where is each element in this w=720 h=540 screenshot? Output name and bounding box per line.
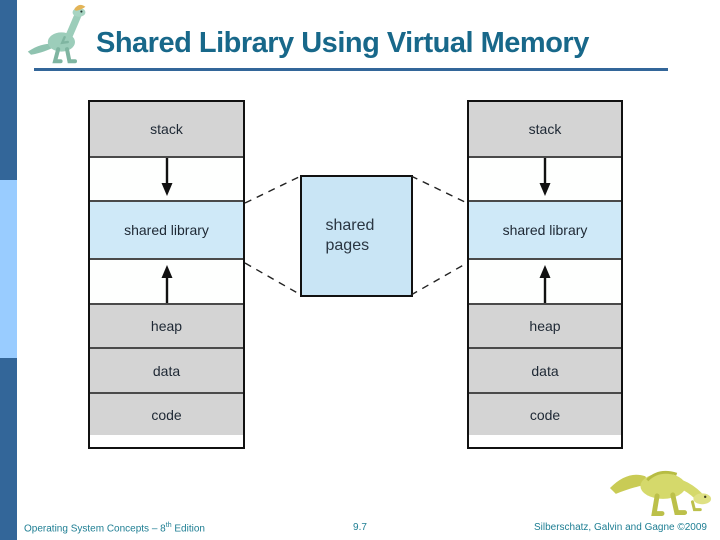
shared-pages-box: shared pages: [300, 175, 413, 297]
segment-shared-library: shared library: [90, 200, 243, 258]
segment-stack: stack: [469, 102, 621, 156]
sidebar-accent-bar: [0, 0, 17, 540]
segment-label: code: [529, 406, 561, 423]
footer-edition-superscript: th: [165, 522, 172, 529]
sidebar-segment-bottom: [0, 358, 17, 540]
segment-label: stack: [150, 121, 183, 137]
segment-heap: heap: [90, 303, 243, 347]
title-underline: [34, 68, 668, 71]
slide-number: 9.7: [353, 522, 367, 533]
segment-label: code: [151, 406, 182, 423]
segment-label: shared library: [502, 222, 588, 238]
sidebar-segment-middle: [0, 180, 17, 358]
arrow-down-icon: [539, 158, 551, 196]
segment-heap-growth: [469, 258, 621, 303]
footer-authors: Silberschatz, Galvin and Gagne ©2009: [533, 522, 707, 533]
arrow-up-icon: [539, 265, 551, 303]
footer-edition-suffix: Edition: [171, 523, 205, 535]
memory-layout-left: stack shared library heap data code: [88, 100, 245, 449]
segment-stack: stack: [90, 102, 243, 156]
arrow-down-icon: [161, 158, 172, 196]
shared-pages-label: shared pages: [325, 217, 375, 254]
sidebar-segment-top: [0, 0, 17, 180]
segment-data: data: [90, 347, 243, 392]
segment-label: heap: [529, 318, 561, 334]
segment-heap-growth: [90, 258, 243, 303]
segment-heap: heap: [469, 303, 621, 347]
page-title: Shared Library Using Virtual Memory: [96, 27, 589, 59]
memory-layout-right: stack shared library heap data code: [467, 100, 623, 449]
footer-book-title: Operating System Concepts – 8th Edition: [24, 522, 205, 534]
segment-data: data: [469, 347, 621, 392]
segment-stack-growth: [90, 156, 243, 200]
dinosaur-logo-icon: [27, 4, 86, 64]
segment-stack-growth: [469, 156, 621, 200]
segment-label: data: [531, 362, 559, 379]
segment-label: shared library: [124, 222, 209, 238]
segment-code: code: [469, 392, 621, 435]
segment-label: stack: [528, 121, 562, 137]
segment-label: data: [152, 362, 181, 379]
footer-book-title-text: Operating System Concepts – 8: [24, 523, 166, 535]
dinosaur-footer-icon: [609, 470, 712, 516]
arrow-up-icon: [161, 265, 172, 303]
segment-label: heap: [150, 318, 183, 334]
segment-shared-library: shared library: [469, 200, 621, 258]
segment-code: code: [90, 392, 243, 435]
